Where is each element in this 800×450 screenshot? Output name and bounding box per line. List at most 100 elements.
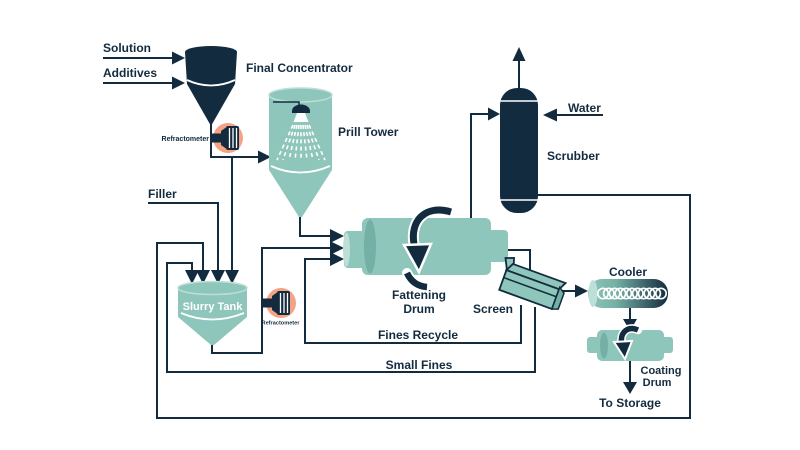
slurry-tank-body xyxy=(178,288,247,345)
coating-to-storage-arrowhead xyxy=(623,382,637,394)
spray-ray xyxy=(304,124,314,161)
spray-nozzle-icon xyxy=(273,101,326,161)
final-concentrator-vessel xyxy=(185,46,237,126)
screen-to-cooler-arrowhead xyxy=(575,284,588,298)
refractometer-bottom-label: Refractometer xyxy=(262,321,301,327)
coil-loop xyxy=(614,287,627,300)
spray-ray xyxy=(302,124,308,161)
slurry-tank-top xyxy=(177,280,248,296)
solution-arrowhead xyxy=(172,51,185,65)
screen-channel-edge xyxy=(503,276,557,298)
coil-loop xyxy=(637,287,650,300)
scrubber-vessel xyxy=(500,88,538,213)
slurry-inlet-arrowhead-4 xyxy=(225,270,239,284)
gas-to-scrubber-arrowhead xyxy=(488,107,500,121)
drum-to-screen-line xyxy=(506,249,531,276)
flow-lines xyxy=(103,57,691,419)
slurry-tank-vessel: Slurry Tank xyxy=(177,280,248,345)
coating-rotation-arrow-icon xyxy=(612,324,643,362)
fines-recycle-label: Fines Recycle xyxy=(378,328,458,342)
coating-drum-label-2: Drum xyxy=(643,377,672,389)
coating-drum-vessel xyxy=(587,324,673,362)
concentrator-rim xyxy=(186,79,236,87)
scrubber-label: Scrubber xyxy=(547,149,600,163)
refractometer-top-stem xyxy=(212,133,222,143)
coil-loop xyxy=(643,287,656,300)
cooler-body xyxy=(588,279,668,308)
slurry-feed-line xyxy=(211,247,332,354)
scrubber-body xyxy=(500,88,538,213)
rotation-arrow-band xyxy=(409,206,452,245)
slurry-tank-rim xyxy=(180,312,245,321)
coil-loop xyxy=(649,287,662,300)
fines-to-drum-arrowhead xyxy=(330,252,344,266)
refractometer-top-cone xyxy=(221,127,226,149)
slurry-tank-label: Slurry Tank xyxy=(183,301,244,313)
drum-outlet-neck xyxy=(488,230,508,262)
fattening-drum-vessel xyxy=(343,204,508,292)
rotation-arrowhead xyxy=(401,242,433,275)
spray-ray xyxy=(306,124,320,161)
slurry-inlet-arrowhead-1 xyxy=(185,270,199,284)
prill-tower-rim xyxy=(270,165,331,174)
cooler-left-cap xyxy=(588,280,598,307)
rotation-arrow-tail xyxy=(404,271,428,291)
to-prill-tower-arrowhead xyxy=(258,150,271,164)
slurry-inlet-arrowhead-3 xyxy=(211,270,225,284)
cooler-label: Cooler xyxy=(609,265,647,279)
concentrator-body xyxy=(185,52,237,126)
coil-loop xyxy=(596,287,610,300)
spray-ray xyxy=(288,124,298,161)
fattening-drum-label-2: Drum xyxy=(403,302,434,316)
prill-tower-label: Prill Tower xyxy=(338,125,399,139)
refractometer-bottom-stem xyxy=(263,298,273,308)
coil-loop xyxy=(654,287,668,300)
concentrator-top xyxy=(185,46,237,58)
drum-rotation-arrow-icon xyxy=(401,204,457,292)
prill-tower-top xyxy=(268,87,333,103)
cooler-equipment xyxy=(588,279,668,308)
spray-rays xyxy=(276,124,326,161)
spray-ray xyxy=(294,124,300,161)
small-fines-label: Small Fines xyxy=(386,358,453,372)
nozzle-cone xyxy=(293,113,309,122)
spray-ray xyxy=(308,124,326,161)
water-label: Water xyxy=(568,101,601,115)
refractometer-bottom-cone xyxy=(272,292,277,314)
fattening-drum-label-1: Fattening xyxy=(392,288,446,302)
additives-arrowhead xyxy=(172,76,185,90)
filler-line xyxy=(148,202,219,271)
screen-end-cap xyxy=(550,285,565,310)
coating-drum-shading xyxy=(600,332,608,359)
slurry-to-drum-arrowhead xyxy=(330,241,344,255)
screen-equipment xyxy=(498,257,568,311)
drum-gas-line xyxy=(470,113,489,219)
scrubber-bottoms-line xyxy=(156,194,691,419)
refractometer-top-label: Refractometer xyxy=(162,136,210,143)
refractometer-bottom-ribs xyxy=(279,293,289,313)
scrubber-vent-arrowhead xyxy=(512,47,526,61)
filler-label: Filler xyxy=(148,187,177,201)
water-arrowhead xyxy=(543,108,557,122)
coil-loop xyxy=(602,287,615,300)
spray-ray xyxy=(276,124,294,161)
nozzle-head xyxy=(292,104,310,113)
coating-drum-label-1: Coating xyxy=(641,365,682,377)
coil-loop xyxy=(625,287,639,300)
solution-label: Solution xyxy=(103,41,151,55)
additives-label: Additives xyxy=(103,66,157,80)
prill-tower-vessel xyxy=(268,87,333,217)
coating-rotation-arrowhead xyxy=(612,339,634,362)
cooler-coil-icon xyxy=(596,287,668,300)
spray-ray xyxy=(282,124,296,161)
refractometer-top-icon xyxy=(212,123,243,153)
concentrator-outlet-line xyxy=(210,124,260,158)
final-concentrator-label: Final Concentrator xyxy=(246,61,353,75)
prill-to-drum-arrowhead xyxy=(330,229,344,243)
coil-loop xyxy=(631,287,644,300)
coil-loop xyxy=(608,287,621,300)
coating-rotation-band xyxy=(618,325,640,343)
refractometer-bottom-icon xyxy=(263,288,296,318)
